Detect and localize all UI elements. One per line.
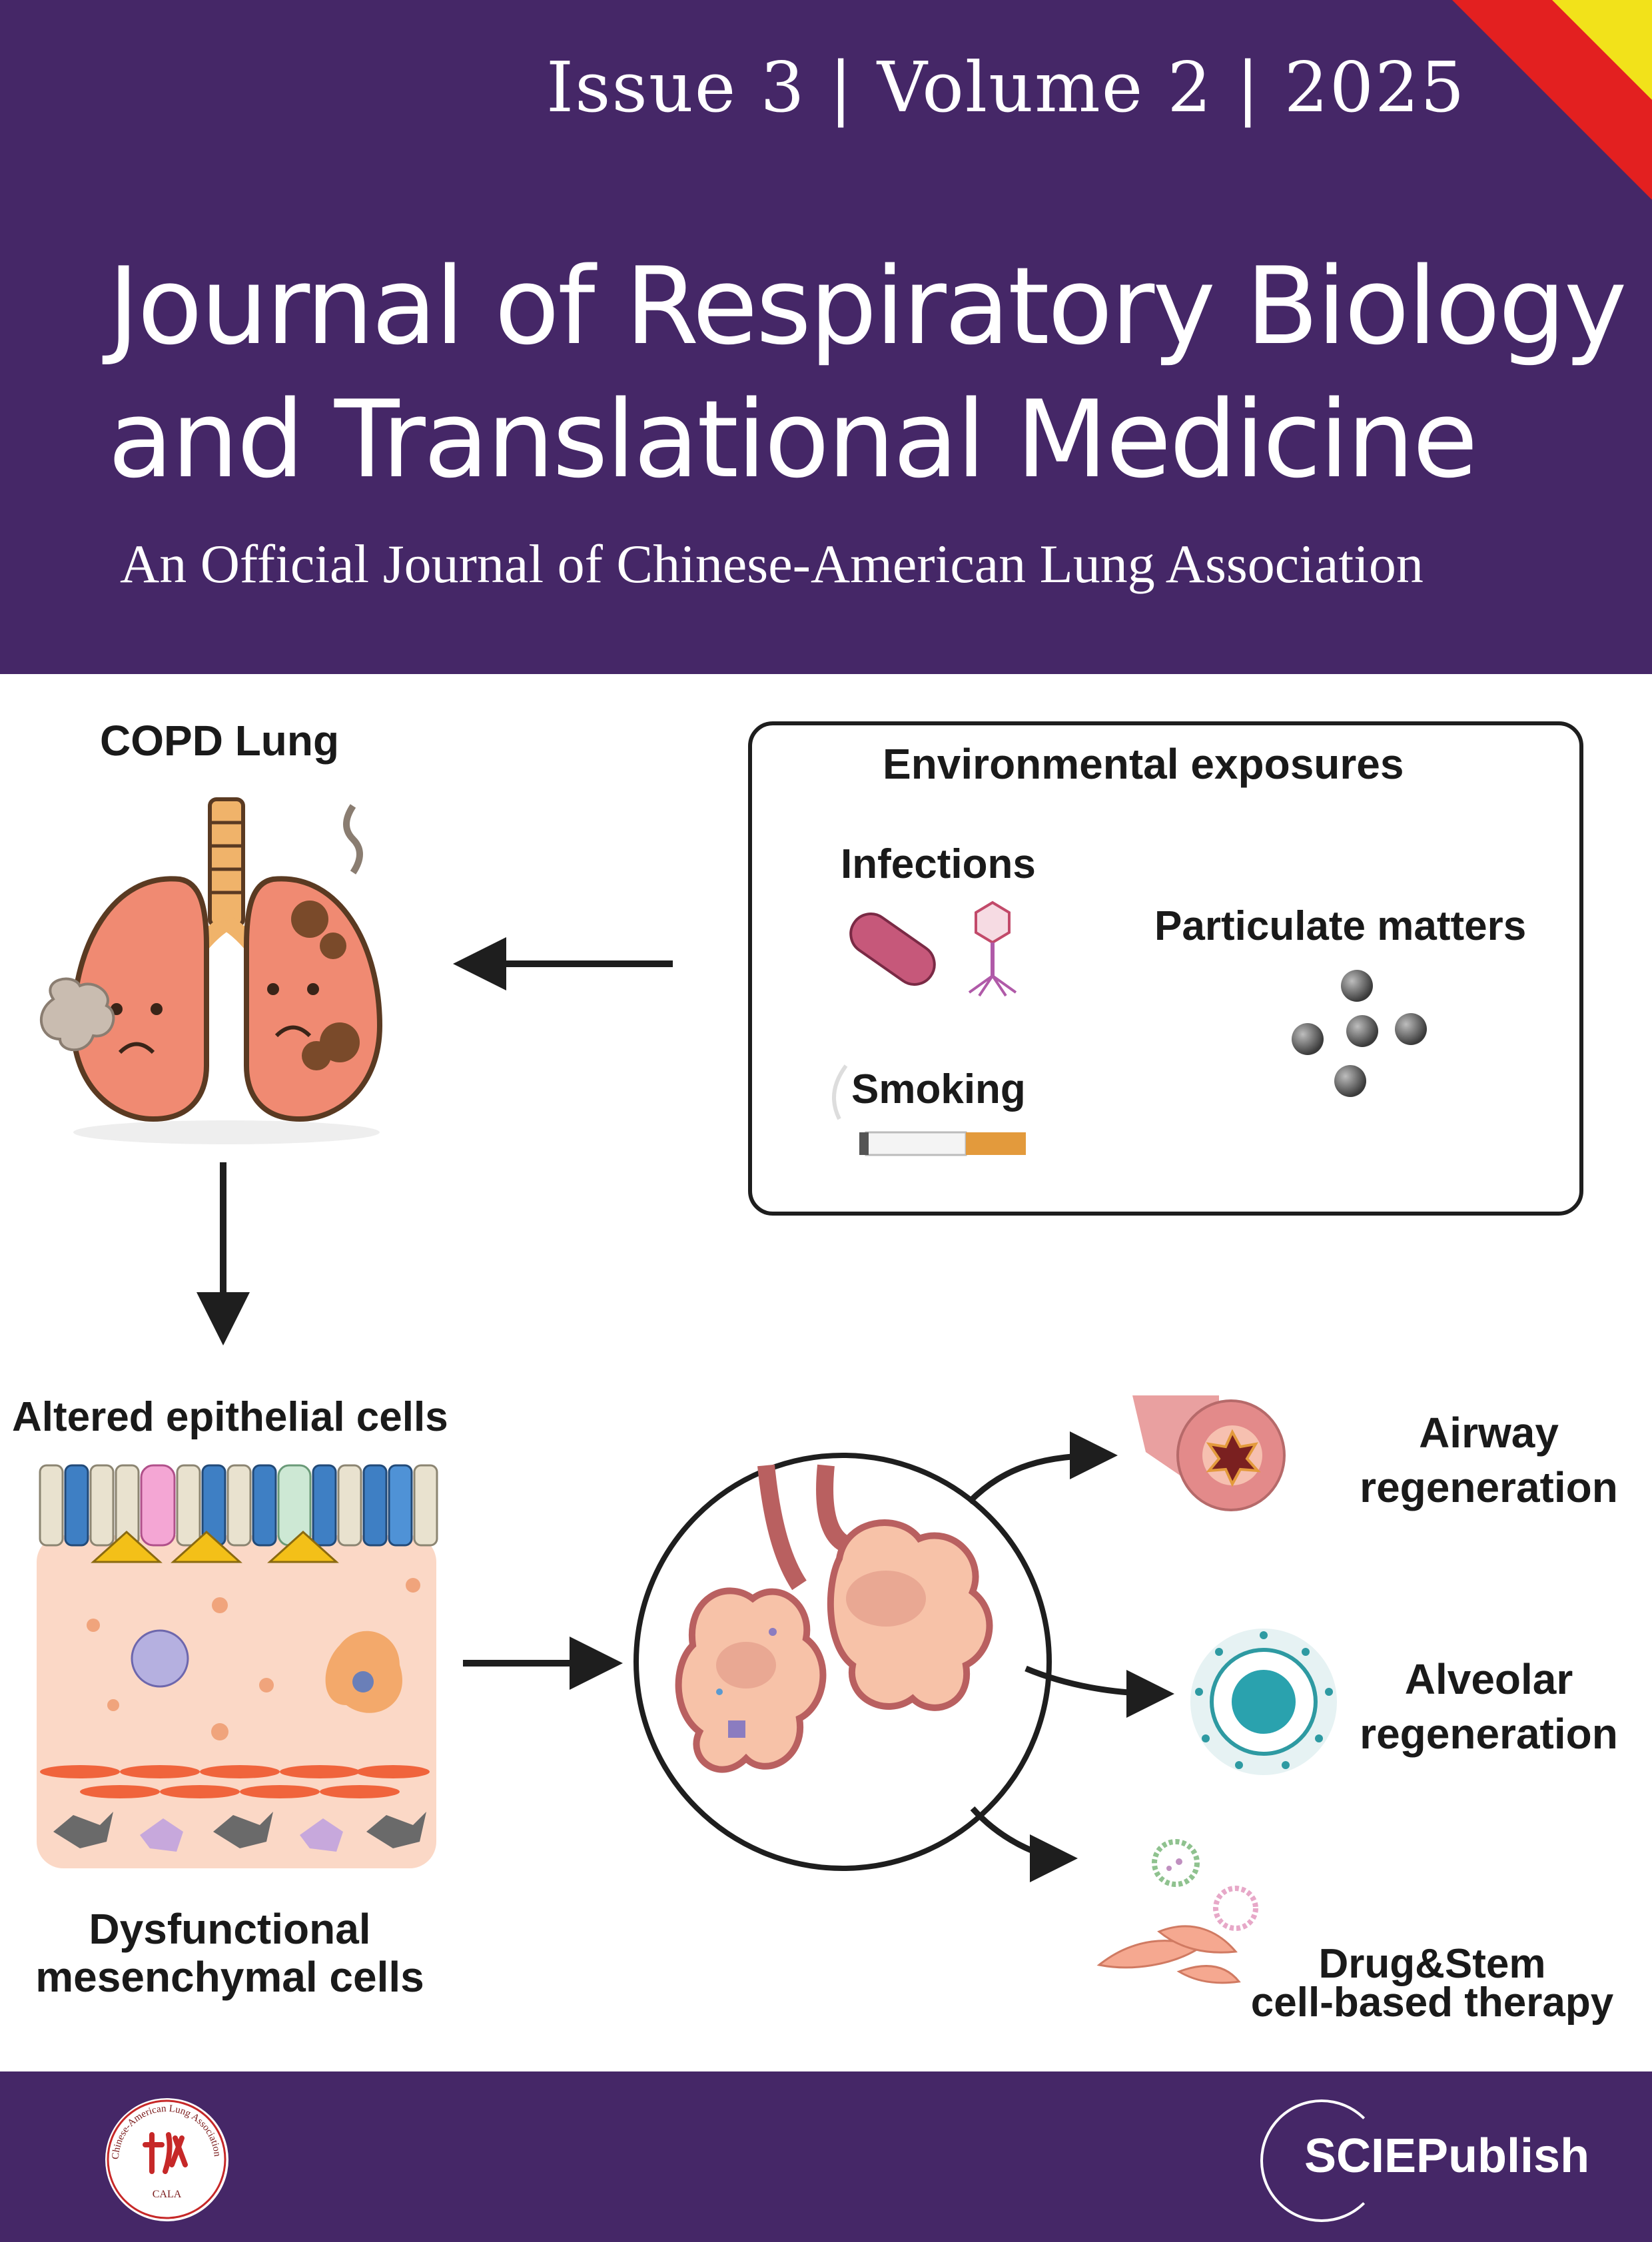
airway-line-1: Airway bbox=[1419, 1409, 1559, 1457]
cala-logo: Chinese-American Lung Association CALA bbox=[105, 2098, 228, 2221]
journal-subtitle: An Official Journal of Chinese-American … bbox=[120, 534, 1424, 594]
journal-title-line-2: and Translational Medicine bbox=[108, 377, 1478, 502]
environmental-exposures-title: Environmental exposures bbox=[883, 740, 1404, 788]
infections-label: Infections bbox=[841, 841, 1036, 887]
drug-stem-cell-icon bbox=[1096, 1839, 1258, 1984]
cala-abbreviation: CALA bbox=[152, 2189, 182, 2200]
drug-stem-cell-therapy-label: Drug&Stem cell-based therapy bbox=[1229, 1941, 1635, 2026]
particulate-matters-label: Particulate matters bbox=[1154, 903, 1527, 949]
smoking-label: Smoking bbox=[851, 1066, 1026, 1112]
lung-section-circle-icon bbox=[633, 1453, 1052, 1871]
copd-lung-label: COPD Lung bbox=[100, 717, 340, 765]
virus-icon bbox=[968, 901, 1017, 997]
dysfunctional-mesenchymal-cells-label: Dysfunctional mesenchymal cells bbox=[7, 1905, 453, 2001]
dysfunctional-line-2: mesenchymal cells bbox=[35, 1953, 424, 2001]
arrow-to-airway bbox=[967, 1431, 1118, 1505]
dysfunctional-mesenchymal-cells-row bbox=[53, 1812, 426, 1852]
airway-regeneration-label: Airway regeneration bbox=[1352, 1405, 1625, 1515]
issue-volume-year: Issue 3 | Volume 2 | 2025 bbox=[546, 47, 1466, 128]
particulate-matter-icon bbox=[1292, 970, 1427, 1097]
altered-epithelial-cells-label: Altered epithelial cells bbox=[12, 1394, 448, 1440]
epithelial-cell-layer bbox=[39, 1464, 438, 1547]
copd-lung-icon bbox=[40, 797, 383, 1144]
publisher-logo: SCIEPublish bbox=[1304, 2129, 1590, 2183]
alveolar-icon bbox=[1190, 1629, 1337, 1775]
drug-line-2: cell-based therapy bbox=[1250, 1980, 1614, 2026]
cover-header: Issue 3 | Volume 2 | 2025 Journal of Res… bbox=[0, 0, 1652, 674]
yellow-corner-stripe bbox=[1552, 0, 1652, 100]
airway-line-2: regeneration bbox=[1360, 1463, 1618, 1511]
airway-icon bbox=[1132, 1395, 1286, 1511]
drug-line-1: Drug&Stem bbox=[1318, 1941, 1546, 1987]
alveolar-line-2: regeneration bbox=[1360, 1710, 1618, 1758]
environmental-exposures-box bbox=[748, 721, 1583, 1216]
journal-title-line-1: Journal of Respiratory Biology bbox=[108, 244, 1627, 368]
journal-title: Journal of Respiratory Biology and Trans… bbox=[108, 240, 1627, 506]
arrow-to-alveolar bbox=[1025, 1665, 1174, 1718]
mesenchymal-fibroblast-layer bbox=[40, 1765, 430, 1798]
epithelial-mesenchymal-tissue-icon bbox=[37, 1464, 438, 1868]
cover-footer: Chinese-American Lung Association CALA S… bbox=[0, 2071, 1652, 2242]
corner-stripes bbox=[1452, 0, 1652, 200]
cigarette-icon bbox=[832, 1064, 1026, 1156]
bacterium-icon bbox=[849, 913, 936, 986]
cala-seal-icon: Chinese-American Lung Association bbox=[107, 2099, 226, 2219]
publisher-logo-ring bbox=[1260, 2099, 1383, 2222]
alveolar-line-1: Alveolar bbox=[1404, 1655, 1573, 1703]
arrow-to-therapy bbox=[970, 1806, 1078, 1882]
dysfunctional-line-1: Dysfunctional bbox=[89, 1905, 371, 1953]
alveolar-regeneration-label: Alveolar regeneration bbox=[1352, 1652, 1625, 1761]
